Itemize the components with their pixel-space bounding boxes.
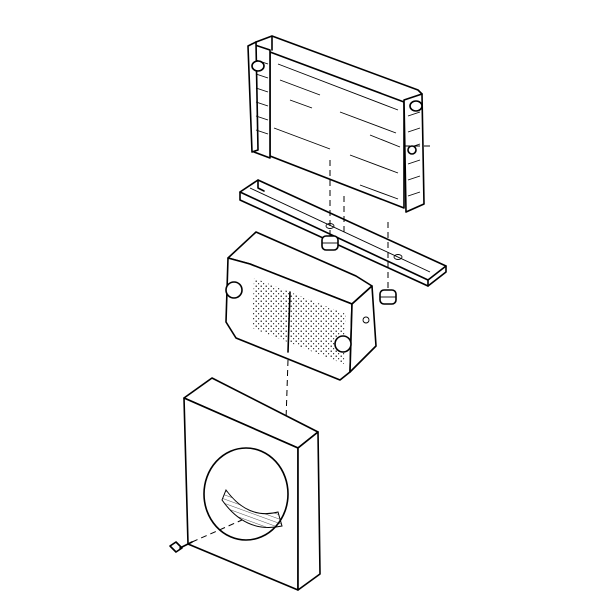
bracket-icon (239, 179, 447, 287)
radiator-icon (247, 35, 425, 213)
fan-shroud-icon (183, 377, 321, 591)
alignment-lines (191, 145, 434, 543)
oil-cooler-icon (225, 231, 377, 381)
bolt-icon (169, 541, 193, 553)
